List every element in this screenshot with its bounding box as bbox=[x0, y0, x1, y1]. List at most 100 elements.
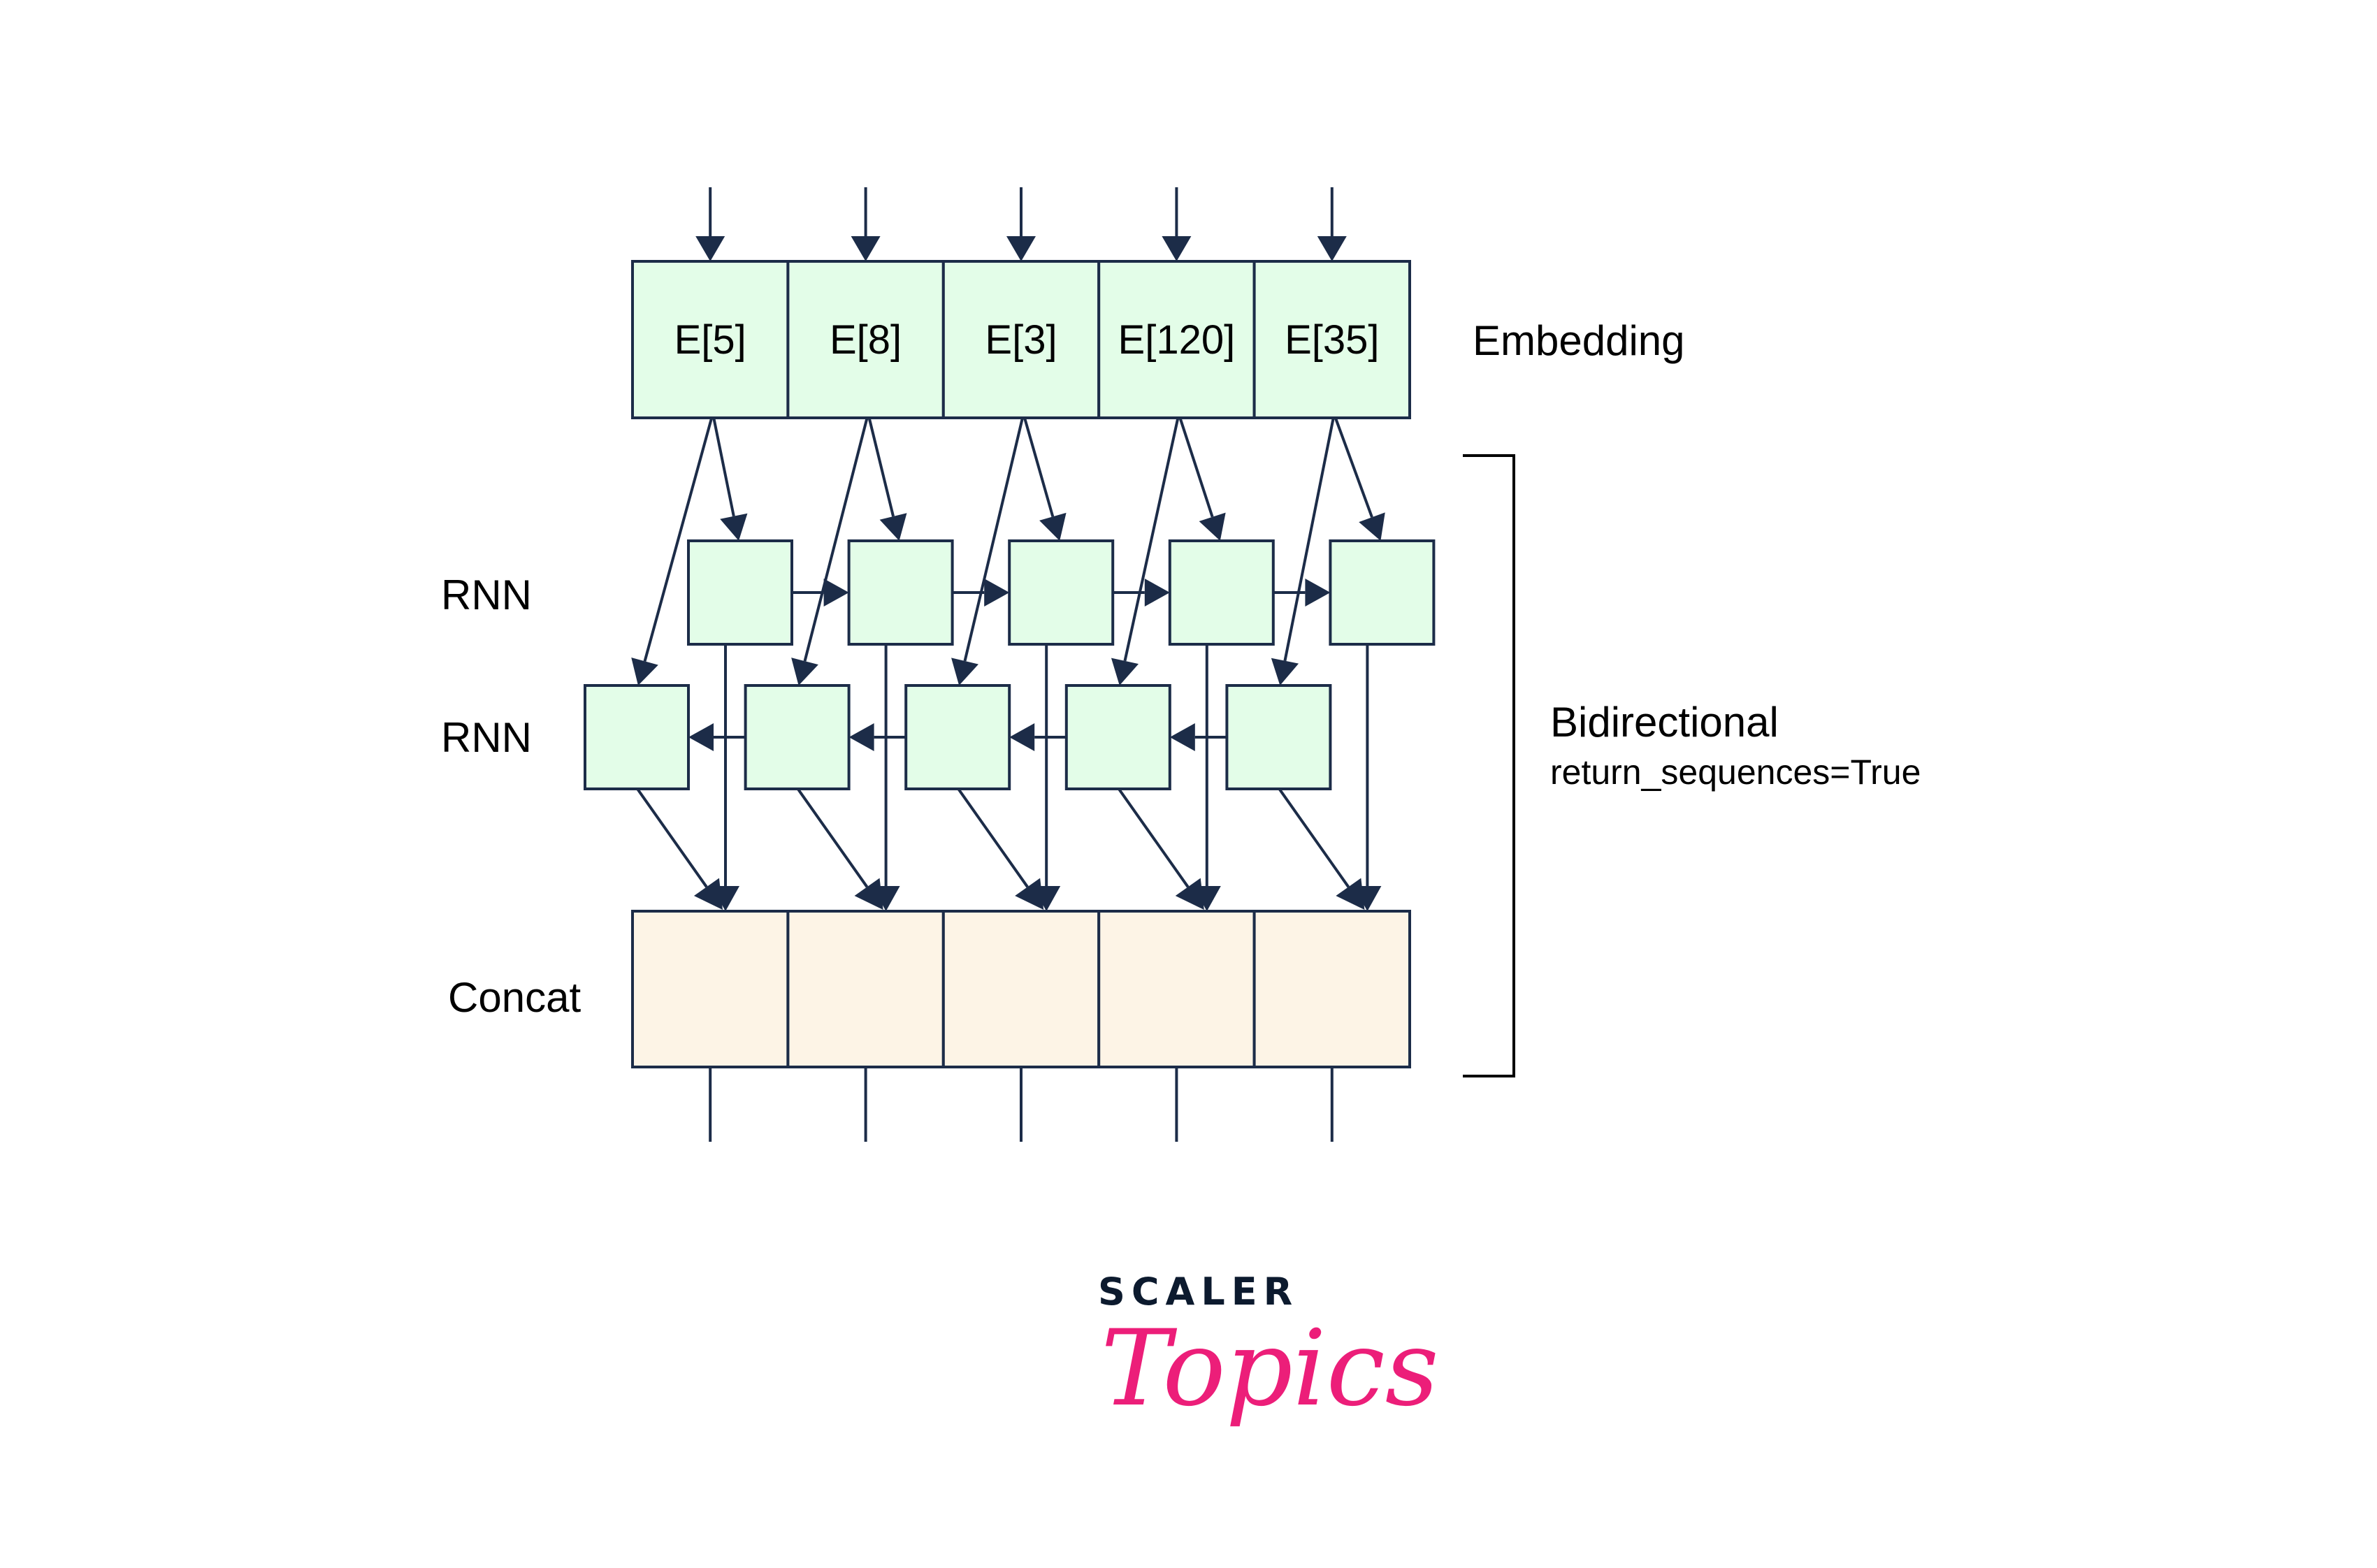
embedding-to-backward-arrow bbox=[951, 417, 1024, 685]
backward-recurrent-arrow-head bbox=[688, 723, 714, 751]
backward-recurrent-arrow bbox=[848, 723, 906, 751]
forward-rnn-cell bbox=[1008, 539, 1115, 646]
backward-rnn-cell bbox=[1064, 684, 1171, 790]
embedding-cell: E[5] bbox=[631, 260, 790, 419]
embedding-layer: E[5] E[8] E[3] E[120] E[35] bbox=[631, 260, 1411, 419]
embedding-to-backward-arrow-shaft bbox=[643, 417, 714, 662]
backward-recurrent-arrow bbox=[1009, 723, 1067, 751]
forward-recurrent-arrow-head bbox=[984, 579, 1010, 607]
concat-cell bbox=[786, 910, 945, 1068]
embedding-cell-box bbox=[941, 260, 1101, 419]
embedding-to-forward-arrow-shaft bbox=[1178, 417, 1214, 518]
concat-cell bbox=[941, 910, 1101, 1068]
embedding-cell-label: E[3] bbox=[985, 317, 1057, 363]
forward-to-concat-arrow bbox=[872, 644, 900, 911]
backward-rnn-label: RNN bbox=[441, 714, 532, 761]
bidirectional-title: Bidirectional bbox=[1550, 699, 1779, 746]
forward-rnn-cell bbox=[1168, 539, 1275, 646]
embedding-cell-box bbox=[1252, 260, 1411, 419]
input-arrow-head bbox=[1006, 236, 1036, 261]
forward-recurrent-arrow bbox=[1273, 579, 1331, 607]
forward-to-concat-arrow bbox=[1192, 644, 1221, 911]
forward-rnn-cell bbox=[847, 539, 954, 646]
embedding-to-backward-arrow-shaft bbox=[1123, 417, 1180, 662]
backward-to-concat-arrow bbox=[796, 787, 883, 910]
forward-recurrent-arrow-head bbox=[1144, 579, 1170, 607]
embedding-cell: E[120] bbox=[1097, 260, 1256, 419]
scaler-topics-logo: SCALER Topics bbox=[1098, 1270, 1439, 1430]
backward-to-concat-arrow bbox=[636, 787, 723, 910]
forward-to-concat-arrow bbox=[711, 644, 739, 911]
backward-to-concat-arrow bbox=[1278, 787, 1365, 910]
embedding-to-backward-arrow-shaft bbox=[1283, 417, 1335, 662]
logo-sub-text: Topics bbox=[1101, 1308, 1439, 1430]
input-arrows bbox=[695, 187, 1347, 261]
concat-layer bbox=[631, 910, 1411, 1068]
backward-to-concat-arrow-shaft bbox=[957, 787, 1029, 888]
forward-recurrent-arrow bbox=[1113, 579, 1170, 607]
embedding-cell-label: E[35] bbox=[1285, 317, 1379, 363]
backward-to-concat-arrow-head bbox=[693, 878, 723, 910]
embedding-to-forward-arrow-shaft bbox=[1334, 417, 1373, 518]
backward-to-concat-arrow-shaft bbox=[636, 787, 708, 888]
embedding-cell: E[8] bbox=[786, 260, 945, 419]
embedding-cell: E[3] bbox=[941, 260, 1101, 419]
embedding-to-forward-arrow bbox=[712, 417, 748, 541]
input-arrow bbox=[695, 187, 725, 261]
forward-rnn-cell bbox=[687, 539, 793, 646]
input-arrow-head bbox=[695, 236, 725, 261]
backward-recurrent-arrow bbox=[688, 723, 746, 751]
input-arrow bbox=[1162, 187, 1192, 261]
embedding-to-backward-arrow-shaft bbox=[963, 417, 1024, 662]
backward-recurrent-arrow-head bbox=[848, 723, 874, 751]
embedding-to-backward-arrow bbox=[791, 417, 869, 685]
embedding-to-backward-arrow-head bbox=[631, 657, 658, 685]
embedding-to-backward-arrow bbox=[1271, 417, 1335, 685]
backward-recurrent-arrow-head bbox=[1169, 723, 1195, 751]
embedding-to-forward-arrow-head bbox=[1199, 512, 1226, 541]
backward-to-concat-arrow-head bbox=[1175, 878, 1204, 910]
embedding-to-forward-arrow-head bbox=[1359, 512, 1385, 541]
backward-rnn-cell bbox=[1225, 684, 1332, 790]
bidirectional-bracket bbox=[1463, 454, 1515, 1077]
concat-cell bbox=[1097, 910, 1256, 1068]
connections bbox=[631, 417, 1385, 911]
backward-rnn-cell bbox=[744, 684, 851, 790]
logo-brand-text: SCALER bbox=[1098, 1270, 1299, 1314]
embedding-to-backward-arrow-head bbox=[1271, 658, 1299, 685]
embedding-to-forward-arrow-shaft bbox=[867, 417, 895, 517]
embedding-to-backward-arrow-head bbox=[1111, 658, 1139, 685]
embedding-to-forward-arrow bbox=[1178, 417, 1226, 541]
embedding-cell-label: E[120] bbox=[1118, 317, 1236, 363]
forward-rnn-label: RNN bbox=[441, 572, 532, 618]
backward-rnn-cell bbox=[904, 684, 1011, 790]
embedding-to-forward-arrow-head bbox=[720, 513, 748, 541]
forward-to-concat-arrow bbox=[1032, 644, 1061, 911]
embedding-label: Embedding bbox=[1473, 317, 1685, 364]
embedding-cell-label: E[5] bbox=[674, 317, 746, 363]
input-arrow-head bbox=[1317, 236, 1347, 261]
backward-to-concat-arrow-shaft bbox=[1278, 787, 1350, 888]
backward-to-concat-arrow-shaft bbox=[1118, 787, 1190, 888]
embedding-to-forward-arrow-shaft bbox=[1023, 417, 1055, 517]
backward-to-concat-arrow-shaft bbox=[796, 787, 869, 888]
backward-rnn-layer bbox=[584, 684, 1332, 790]
embedding-to-forward-arrow-head bbox=[879, 513, 907, 541]
embedding-to-backward-arrow bbox=[1111, 417, 1180, 685]
backward-recurrent-arrow-head bbox=[1009, 723, 1035, 751]
forward-rnn-cell bbox=[1329, 539, 1436, 646]
backward-rnn-cell bbox=[584, 684, 690, 790]
concat-cell bbox=[631, 910, 790, 1068]
forward-recurrent-arrow-head bbox=[1305, 579, 1331, 607]
input-arrow-head bbox=[1162, 236, 1192, 261]
output-lines bbox=[709, 1067, 1334, 1142]
backward-to-concat-arrow-head bbox=[1015, 878, 1044, 910]
forward-recurrent-arrow bbox=[792, 579, 849, 607]
forward-recurrent-arrow-head bbox=[823, 579, 849, 607]
embedding-to-forward-arrow bbox=[1334, 417, 1385, 541]
embedding-to-backward-arrow-shaft bbox=[803, 417, 869, 662]
backward-to-concat-arrow-head bbox=[854, 878, 883, 910]
embedding-cell-label: E[8] bbox=[830, 317, 902, 363]
input-arrow bbox=[851, 187, 881, 261]
